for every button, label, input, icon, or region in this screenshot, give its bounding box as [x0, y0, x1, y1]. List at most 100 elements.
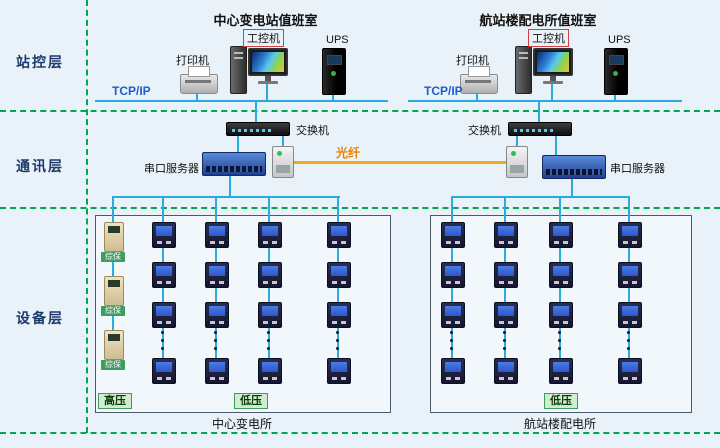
- connector-line: [571, 178, 573, 196]
- power-meter: [494, 358, 518, 384]
- connector-line: [229, 175, 231, 196]
- pc-monitor-icon-right: [533, 48, 573, 76]
- meter-screen: [209, 226, 225, 236]
- fiber-converter-icon-right: [506, 146, 528, 178]
- monitor-base-right: [543, 81, 563, 84]
- meter-screen: [331, 266, 347, 276]
- power-meter: [152, 358, 176, 384]
- layer-label-device: 设备层: [16, 310, 64, 326]
- ellipsis-dot: [503, 347, 506, 350]
- power-meter: [618, 358, 642, 384]
- pc-tower-icon-left: [230, 46, 247, 94]
- meter-screen: [331, 306, 347, 316]
- printer-icon-left: [180, 66, 218, 94]
- meter-screen: [622, 362, 638, 372]
- connector-line: [555, 135, 557, 155]
- protection-relay: [104, 330, 124, 360]
- meter-screen: [445, 266, 461, 276]
- meter-screen: [553, 266, 569, 276]
- power-meter: [618, 262, 642, 288]
- connector-line: [476, 94, 478, 100]
- switch-icon-right: [508, 122, 572, 136]
- power-meter: [258, 302, 282, 328]
- connector-line: [614, 93, 616, 100]
- power-meter: [618, 222, 642, 248]
- power-meter: [441, 302, 465, 328]
- protection-relay: [104, 222, 124, 252]
- ellipsis-dot: [336, 331, 339, 334]
- lv-badge-right: 低压: [544, 393, 578, 409]
- ellipsis-dot: [336, 339, 339, 342]
- power-meter: [494, 222, 518, 248]
- connector-line: [332, 93, 334, 100]
- meter-screen: [262, 306, 278, 316]
- connector-line: [112, 196, 114, 344]
- panel-name-left: 中心变电所: [211, 417, 272, 431]
- power-meter: [549, 222, 573, 248]
- meter-screen: [445, 226, 461, 236]
- room-title-left: 中心变电站值班室: [213, 13, 318, 28]
- power-meter: [549, 262, 573, 288]
- switch-label-right: 交换机: [468, 125, 501, 137]
- ellipsis-dot: [450, 339, 453, 342]
- ellipsis-dot: [627, 331, 630, 334]
- connector-line: [551, 84, 553, 100]
- meter-screen: [331, 362, 347, 372]
- meter-screen: [331, 226, 347, 236]
- power-meter: [205, 358, 229, 384]
- ellipsis-dot: [267, 331, 270, 334]
- ellipsis-dot: [558, 331, 561, 334]
- meter-screen: [209, 266, 225, 276]
- layer-separator-2: [0, 207, 720, 209]
- ellipsis-dot: [267, 347, 270, 350]
- ups-label-right: UPS: [608, 34, 631, 46]
- ellipsis-dot: [627, 339, 630, 342]
- power-meter: [258, 262, 282, 288]
- lv-badge-left: 低压: [234, 393, 268, 409]
- layer-separator-1: [0, 110, 720, 112]
- meter-screen: [553, 306, 569, 316]
- meter-screen: [622, 226, 638, 236]
- power-meter: [205, 262, 229, 288]
- connector-line: [255, 102, 257, 122]
- meter-screen: [262, 226, 278, 236]
- ellipsis-dot: [267, 339, 270, 342]
- switch-label-left: 交换机: [296, 125, 329, 137]
- power-meter: [441, 222, 465, 248]
- meter-screen: [445, 362, 461, 372]
- ellipsis-dot: [336, 347, 339, 350]
- power-meter: [441, 358, 465, 384]
- ups-icon-left: [322, 48, 346, 95]
- ellipsis-dot: [450, 347, 453, 350]
- connector-line: [282, 135, 284, 146]
- serial-server-label-right: 串口服务器: [610, 163, 665, 175]
- relay-label: 综保: [101, 252, 125, 262]
- power-meter: [205, 222, 229, 248]
- ups-label-left: UPS: [326, 34, 349, 46]
- ups-icon-right: [604, 48, 628, 95]
- meter-screen: [498, 362, 514, 372]
- meter-screen: [156, 226, 172, 236]
- power-meter: [327, 222, 351, 248]
- serial-server-label-left: 串口服务器: [144, 163, 199, 175]
- connector-line: [95, 100, 388, 102]
- power-meter: [618, 302, 642, 328]
- power-meter: [549, 302, 573, 328]
- ellipsis-dot: [161, 339, 164, 342]
- connector-line: [451, 196, 630, 198]
- tcpip-label-left: TCP/IP: [112, 84, 151, 98]
- hv-badge-left: 高压: [98, 393, 132, 409]
- relay-label: 综保: [101, 306, 125, 316]
- power-meter: [549, 358, 573, 384]
- switch-icon-left: [226, 122, 290, 136]
- serial-server-icon-left: [202, 152, 266, 176]
- monitor-base-left: [258, 81, 278, 84]
- printer-label-left: 打印机: [176, 55, 209, 67]
- ellipsis-dot: [558, 339, 561, 342]
- ellipsis-dot: [161, 331, 164, 334]
- ellipsis-dot: [627, 347, 630, 350]
- meter-screen: [209, 362, 225, 372]
- tcpip-label-right: TCP/IP: [424, 84, 463, 98]
- fiber-label: 光纤: [336, 146, 361, 160]
